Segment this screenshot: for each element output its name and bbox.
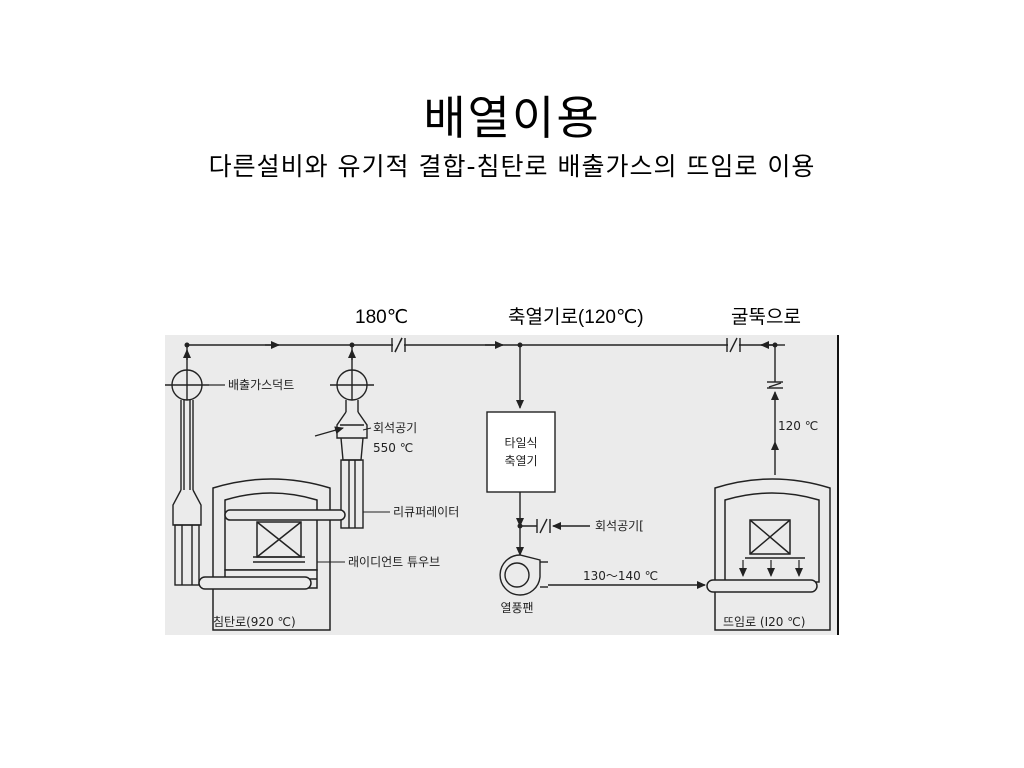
label-recuperator: 리큐퍼레이터 [393,505,459,519]
label-550c: 550 ℃ [373,441,413,455]
label-to-chimney: 굴뚝으로 [731,307,801,328]
label-carburizing-furnace: 침탄로(920 ℃) [213,615,296,629]
tile-regenerator [486,411,556,493]
label-tempering-furnace: 뜨임로 (I20 ℃) [723,615,805,629]
label-heat-storage-furnace: 축열기로(120℃) [508,307,644,328]
left-stack [172,400,202,586]
heat-recovery-diagram: 배출가스덕트 회석공기 550 ℃ 리큐퍼레이터 [165,335,839,635]
slide-subtitle: 다른설비와 유기적 결합-침탄로 배출가스의 뜨임로 이용 [208,152,816,181]
damper-top-right [726,337,741,353]
label-exhaust-duct: 배출가스덕트 [228,378,294,392]
label-dilution-air-right: 회석공기[ [595,519,644,533]
label-tile-regenerator-1: 타일식 [504,436,537,450]
recuperator-stack [336,400,368,529]
hot-air-fan [499,554,548,596]
label-dilution-air-left: 회석공기 [373,421,417,435]
tempering-furnace [706,478,831,631]
label-180c: 180℃ [355,307,409,328]
label-tile-regenerator-2: 축열기 [504,454,537,468]
carburizing-furnace [198,478,346,631]
damper-top-left [391,337,406,353]
label-130-140c: 130～140 ℃ [583,569,658,583]
label-hot-air-fan: 열풍팬 [500,601,533,615]
slide-title: 배열이용 [423,91,601,145]
exhaust-duct-left-cross [165,369,209,401]
exhaust-duct-right-cross [330,369,374,401]
label-radiant-tube: 래이디언트 튜우브 [348,555,440,569]
label-120c: 120 ℃ [778,419,818,433]
